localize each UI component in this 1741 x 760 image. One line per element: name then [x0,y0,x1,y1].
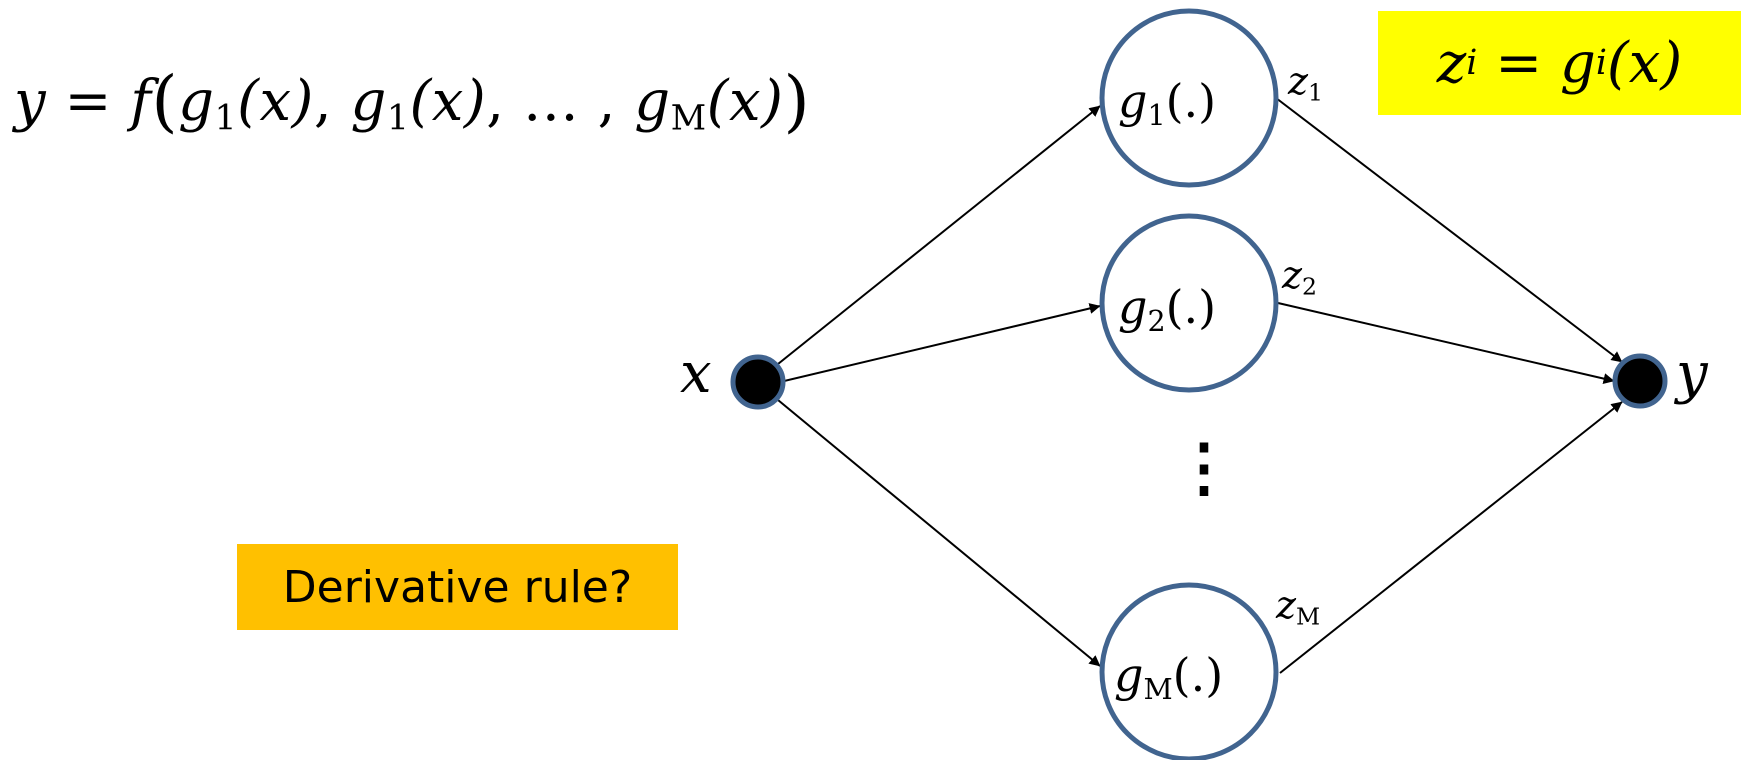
derivative-question-text: Derivative rule? [282,561,633,613]
input-node-dot [730,354,786,410]
node-g1-g: g [1118,74,1148,128]
node-g2-z-sub: 2 [1302,272,1318,301]
output-node-dot [1612,353,1668,409]
node-g2-label: g2(.) [1118,284,1216,336]
node-g1-z-sub: 1 [1308,78,1324,107]
input-label-text: x [680,341,712,406]
output-label-text: y [1676,341,1708,406]
node-g1-arg: (.) [1165,74,1217,128]
edge-x-to-gM [777,399,1101,667]
edge-x-to-g1 [777,105,1101,365]
node-gM-sub: M [1143,672,1173,706]
node-g2-sub: 2 [1147,304,1166,338]
vertical-ellipsis-text: ⋮ [1172,430,1236,505]
formula-close-paren: ) [783,62,811,140]
formula-term1-arg: (x) [237,68,314,134]
node-g1-label: g1(.) [1118,78,1216,130]
node-gM-arg: (.) [1172,648,1224,702]
derivative-question-box: Derivative rule? [237,544,678,630]
output-label: y [1676,346,1708,402]
node-g2-arg: (.) [1165,280,1217,334]
edge-g2-to-y [1277,302,1615,384]
formula-sep2: , … , [486,68,616,134]
edge-g1-to-y [1275,97,1623,363]
node-gM-output-label: zM [1276,583,1320,628]
definition-rhs: g [1559,30,1596,96]
node-g2-g: g [1118,280,1148,334]
formula-term3: g [634,68,671,134]
definition-rhs-arg: (x) [1606,30,1683,96]
formula-term2-arg: (x) [409,68,487,134]
node-gM-z: z [1276,583,1297,627]
formula-lhs: y [14,68,47,134]
node-gM-z-sub: M [1296,602,1321,631]
node-g2-output-label: z2 [1282,253,1317,298]
node-g1-circle [1099,8,1279,188]
edge-gM-to-y [1279,401,1623,674]
formula-term3-sub: M [670,98,707,139]
formula-term2-sub: 1 [386,98,410,139]
composite-function-formula: y = f(g1(x), g1(x), … , gM(x)) [14,62,810,140]
node-gM-label: gM(.) [1114,652,1223,704]
formula-term1: g [178,68,215,134]
formula-f: f [130,68,152,134]
node-gM-circle [1099,582,1279,760]
formula-term2: g [350,68,387,134]
input-label: x [680,346,712,402]
node-g2-z: z [1282,253,1303,297]
definition-equals: = [1495,30,1543,96]
node-g1-z: z [1288,59,1309,103]
vertical-ellipsis: ⋮ [1172,436,1236,500]
formula-open-paren: ( [151,62,179,140]
formula-term1-sub: 1 [214,98,238,139]
formula-sep1: , [313,68,333,134]
formula-equals: = [64,68,112,134]
node-g1-output-label: z1 [1288,59,1323,104]
definition-lhs: z [1436,30,1467,96]
node-gM-g: g [1114,648,1144,702]
edge-x-to-g2 [779,303,1101,383]
node-g2-circle [1099,213,1279,393]
node-g1-sub: 1 [1147,98,1166,132]
formula-term3-arg: (x) [706,68,784,134]
